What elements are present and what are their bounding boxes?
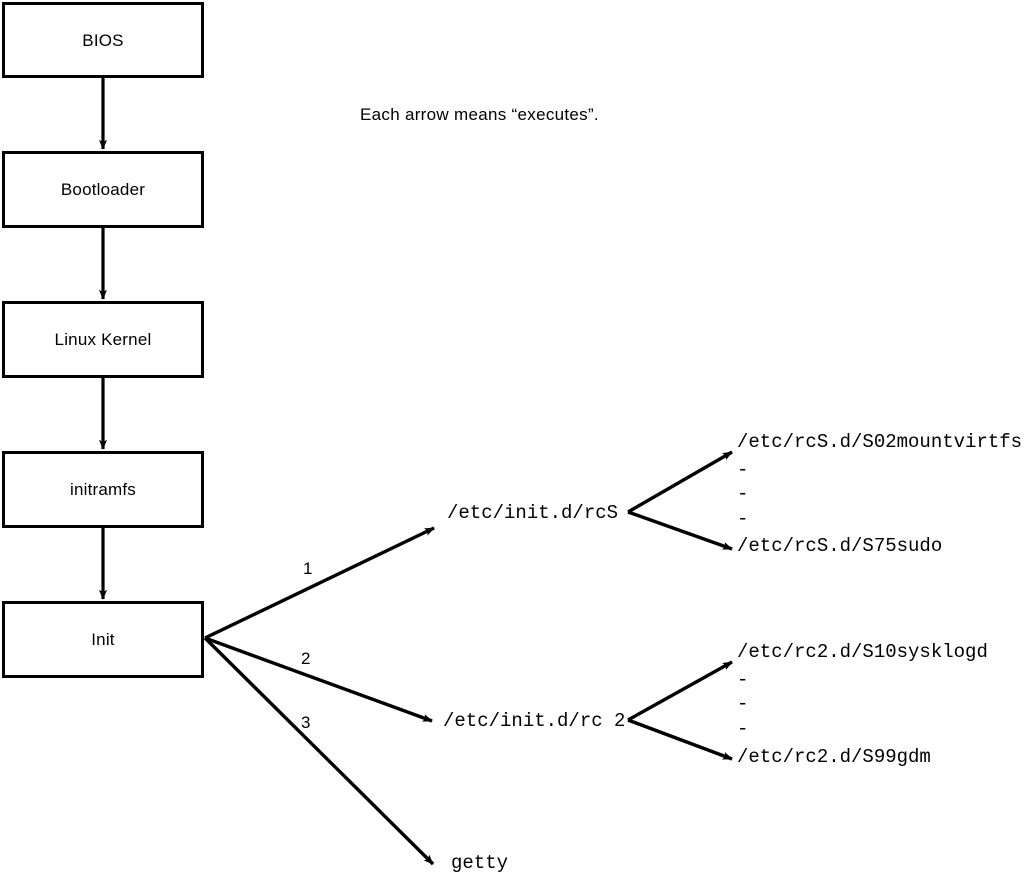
rcs-ellipsis-dash-2: -	[737, 483, 749, 505]
arrow-rcs-to-last-script	[627, 510, 733, 551]
node-bios: BIOS	[2, 2, 204, 78]
rcs-ellipsis-dash-3: -	[737, 508, 749, 530]
label-rcs-first-script: /etc/rcS.d/S02mountvirtfs	[737, 431, 1023, 453]
rc2-ellipsis-dash-3: -	[737, 718, 749, 740]
arrow-init-to-rc2	[204, 636, 433, 723]
label-rcs-last-script: /etc/rcS.d/S75sudo	[737, 535, 943, 557]
label-etc-init-d-rc2: /etc/init.d/rc 2	[443, 710, 626, 732]
edge-number-2: 2	[301, 649, 311, 668]
diagram-caption: Each arrow means “executes”.	[360, 105, 599, 124]
node-linux-kernel: Linux Kernel	[2, 301, 204, 378]
rc2-ellipsis-dash-2: -	[737, 693, 749, 715]
node-bios-label: BIOS	[82, 30, 124, 50]
node-init: Init	[2, 601, 204, 678]
node-bootloader: Bootloader	[2, 151, 204, 228]
node-initramfs: initramfs	[2, 451, 204, 528]
label-etc-init-d-rcs: /etc/init.d/rcS	[447, 502, 619, 524]
node-initramfs-label: initramfs	[69, 480, 137, 499]
arrow-rc2-to-first-script	[627, 660, 733, 722]
arrow-rcs-to-first-script	[627, 450, 733, 514]
label-rc2-first-script: /etc/rc2.d/S10sysklogd	[737, 641, 988, 663]
arrow-init-to-getty	[203, 636, 435, 866]
edge-number-3: 3	[301, 713, 311, 732]
edge-number-1: 1	[303, 559, 313, 578]
arrow-rc2-to-last-script	[627, 718, 733, 761]
rcs-ellipsis-dash-1: -	[737, 459, 749, 481]
label-getty: getty	[451, 852, 509, 874]
rc2-ellipsis-dash-1: -	[737, 669, 749, 691]
label-rc2-last-script: /etc/rc2.d/S99gdm	[737, 746, 931, 768]
arrow-init-to-rcs	[204, 526, 435, 640]
node-bootloader-label: Bootloader	[60, 180, 146, 199]
node-init-label: Init	[91, 630, 115, 649]
node-linux-kernel-label: Linux Kernel	[54, 330, 152, 349]
